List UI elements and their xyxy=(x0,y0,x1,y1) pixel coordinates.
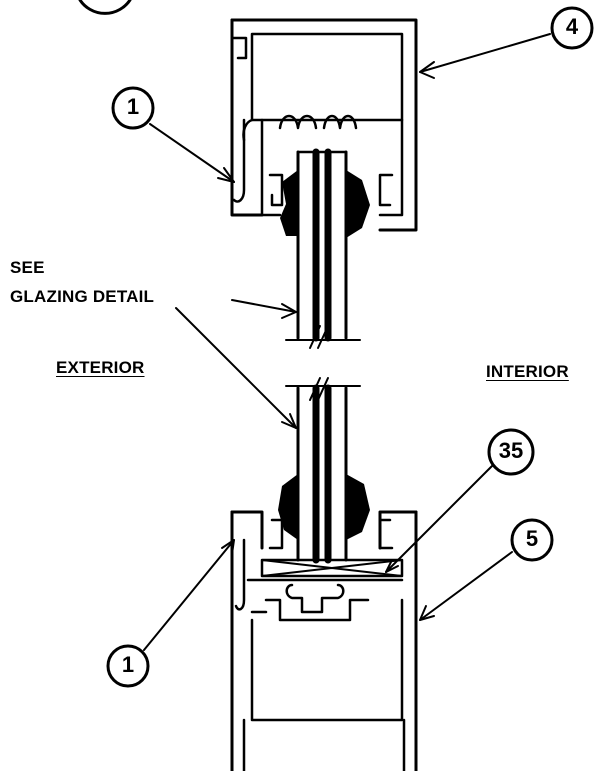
callout-circle-4 xyxy=(550,6,594,50)
callout-number-1-top: 1 xyxy=(126,94,140,119)
callout-circle-1-bottom xyxy=(106,644,150,688)
see-label: SEE xyxy=(10,258,45,277)
bottom-frame-profile xyxy=(230,510,418,771)
callout-circle-1-top xyxy=(111,86,155,130)
callout-number-5: 5 xyxy=(525,526,539,551)
bottom-gasket-right xyxy=(346,474,370,540)
callout-number-4: 4 xyxy=(565,14,579,39)
callout-number-1-bottom: 1 xyxy=(121,652,135,677)
glass-upper xyxy=(285,148,361,349)
exterior-label: EXTERIOR xyxy=(56,358,145,377)
glazing-detail-label: GLAZING DETAIL xyxy=(10,287,155,306)
callout-circle-5 xyxy=(510,518,554,562)
leader-lines xyxy=(143,33,551,651)
top-gasket-right xyxy=(346,170,370,238)
callout-circle-35 xyxy=(487,428,535,476)
top-gasket-left xyxy=(280,170,298,236)
interior-label: INTERIOR xyxy=(486,362,569,381)
callout-number-35: 35 xyxy=(498,438,524,463)
partial-callout-circle xyxy=(78,0,132,15)
top-frame-profile xyxy=(230,18,418,232)
setting-block xyxy=(260,558,404,578)
